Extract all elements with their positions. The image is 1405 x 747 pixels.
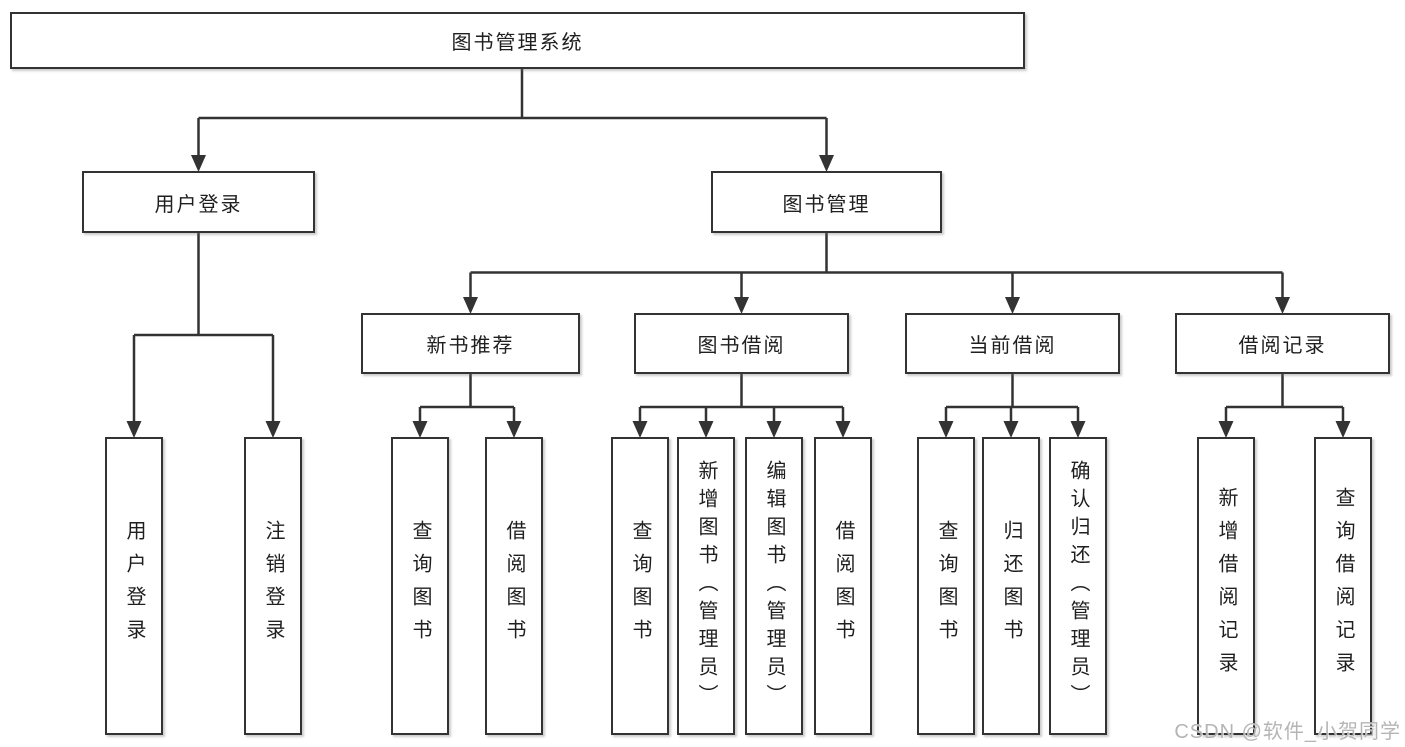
arrow-down-icon	[265, 421, 281, 438]
arrow-down-icon	[1005, 297, 1020, 314]
node-book-borrow: 图书借阅	[634, 313, 849, 374]
node-borrow-records-label: 借阅记录	[1238, 335, 1327, 357]
leaf-query-books-recommend: 查询图书	[391, 437, 449, 735]
leaf-edit-books-admin-label: 编辑图书（管理员）	[763, 460, 785, 712]
leaf-logout: 注销登录	[244, 437, 302, 735]
leaf-query-books-borrow: 查询图书	[611, 437, 669, 735]
node-book-management-label: 图书管理	[782, 193, 871, 216]
node-current-borrow: 当前借阅	[905, 313, 1120, 374]
leaf-add-borrow-record: 新增借阅记录	[1197, 437, 1255, 735]
connector-root-to-level2	[197, 68, 828, 156]
leaf-query-books-recommend-label: 查询图书	[409, 520, 431, 652]
leaf-query-books-current: 查询图书	[917, 437, 975, 735]
leaf-query-books-current-label: 查询图书	[935, 520, 957, 652]
arrow-down-icon	[632, 421, 648, 438]
arrow-down-icon	[766, 421, 782, 438]
csdn-watermark: CSDN @软件_小贺同学	[1174, 721, 1401, 743]
arrow-down-icon	[835, 421, 851, 438]
leaf-borrow-books-recommend-label: 借阅图书	[503, 520, 525, 652]
leaf-add-books-admin-label: 新增图书（管理员）	[695, 460, 717, 712]
node-root-label: 图书管理系统	[451, 32, 584, 54]
node-book-management: 图书管理	[711, 171, 942, 233]
arrow-down-icon	[412, 421, 428, 438]
leaf-user-login-label: 用户登录	[123, 520, 145, 652]
leaf-add-borrow-record-label: 新增借阅记录	[1215, 487, 1237, 685]
leaf-borrow-books: 借阅图书	[814, 437, 872, 735]
arrow-down-icon	[463, 297, 478, 314]
arrowhead-icons	[126, 155, 1351, 438]
node-borrow-records: 借阅记录	[1175, 313, 1390, 374]
arrow-down-icon	[126, 421, 142, 438]
node-root: 图书管理系统	[10, 12, 1025, 69]
arrow-down-icon	[1275, 297, 1290, 314]
leaf-edit-books-admin: 编辑图书（管理员）	[745, 437, 803, 735]
leaf-confirm-return-admin: 确认归还（管理员）	[1049, 437, 1107, 735]
leaf-logout-label: 注销登录	[262, 520, 284, 652]
leaf-user-login: 用户登录	[105, 437, 163, 735]
arrow-down-icon	[1003, 421, 1019, 438]
node-user-login: 用户登录	[82, 171, 315, 233]
arrow-down-icon	[819, 155, 834, 172]
node-current-borrow-label: 当前借阅	[968, 335, 1057, 357]
node-user-login-label: 用户登录	[154, 193, 243, 216]
leaf-borrow-books-label: 借阅图书	[832, 520, 854, 652]
leaf-return-books: 归还图书	[982, 437, 1040, 735]
connector-current-borrow	[944, 374, 1080, 422]
leaf-query-borrow-record: 查询借阅记录	[1314, 437, 1372, 735]
connector-book-borrow	[638, 374, 845, 422]
arrow-down-icon	[698, 421, 714, 438]
connector-user-login	[132, 233, 275, 422]
connector-book-management	[469, 233, 1284, 298]
arrow-down-icon	[506, 421, 522, 438]
arrow-down-icon	[1070, 421, 1086, 438]
arrow-down-icon	[1218, 421, 1234, 438]
node-new-book-recommend: 新书推荐	[361, 313, 580, 374]
arrow-down-icon	[938, 421, 954, 438]
leaf-return-books-label: 归还图书	[1000, 520, 1022, 652]
node-new-book-recommend-label: 新书推荐	[426, 335, 515, 357]
arrow-down-icon	[191, 155, 206, 172]
arrow-down-icon	[1335, 421, 1351, 438]
connector-new-book-recommend	[418, 374, 516, 422]
connector-borrow-records	[1224, 374, 1345, 422]
leaf-add-books-admin: 新增图书（管理员）	[677, 437, 735, 735]
leaf-borrow-books-recommend: 借阅图书	[485, 437, 543, 735]
arrow-down-icon	[734, 297, 749, 314]
leaf-query-books-borrow-label: 查询图书	[629, 520, 651, 652]
leaf-query-borrow-record-label: 查询借阅记录	[1332, 487, 1354, 685]
node-book-borrow-label: 图书借阅	[697, 335, 786, 357]
leaf-confirm-return-admin-label: 确认归还（管理员）	[1067, 460, 1089, 712]
